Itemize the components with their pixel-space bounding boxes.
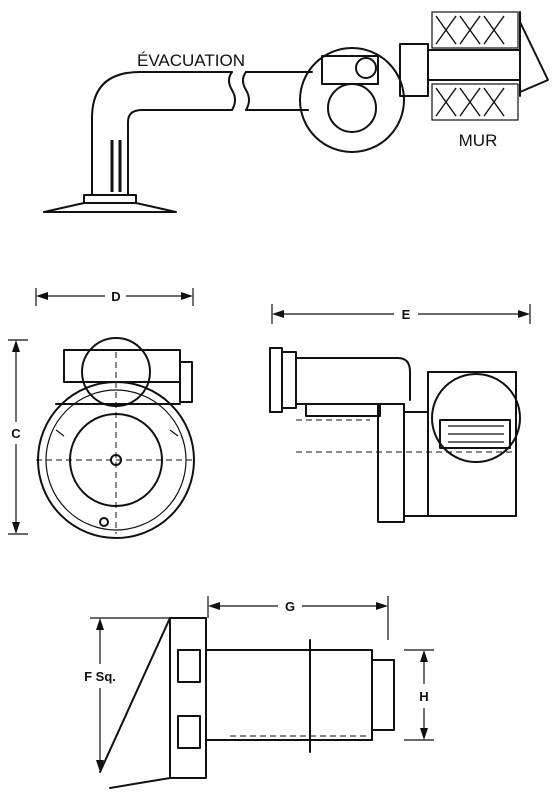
mounting-plate xyxy=(99,617,171,789)
mounting-view: G F Sq. H xyxy=(84,596,434,789)
dimension-g: G xyxy=(207,596,389,640)
dimension-f-label: F Sq. xyxy=(84,669,116,684)
dimension-c: C xyxy=(8,339,28,535)
exhaust-pipe xyxy=(43,71,250,213)
side-view: E xyxy=(269,304,531,523)
dimension-e-label: E xyxy=(402,307,411,322)
installation-view: ÉVACUATION MUR xyxy=(43,11,549,213)
exhaust-label: ÉVACUATION xyxy=(137,51,245,70)
wall-label: MUR xyxy=(459,131,498,150)
dimension-f: F Sq. xyxy=(84,617,170,772)
dimension-c-label: C xyxy=(11,426,21,441)
exhaust-duct xyxy=(245,71,313,111)
dimension-d-label: D xyxy=(111,289,120,304)
discharge-tube xyxy=(205,649,373,741)
side-housing xyxy=(377,403,405,523)
blower-unit xyxy=(299,11,549,153)
dimension-e: E xyxy=(271,304,531,324)
front-view: D C xyxy=(8,288,196,539)
dimension-g-label: G xyxy=(285,599,295,614)
dimension-h: H xyxy=(404,649,434,741)
wall-hatch xyxy=(431,11,519,121)
dimension-h-label: H xyxy=(419,689,428,704)
inlet-flange xyxy=(269,347,283,413)
dimension-d: D xyxy=(35,288,194,306)
